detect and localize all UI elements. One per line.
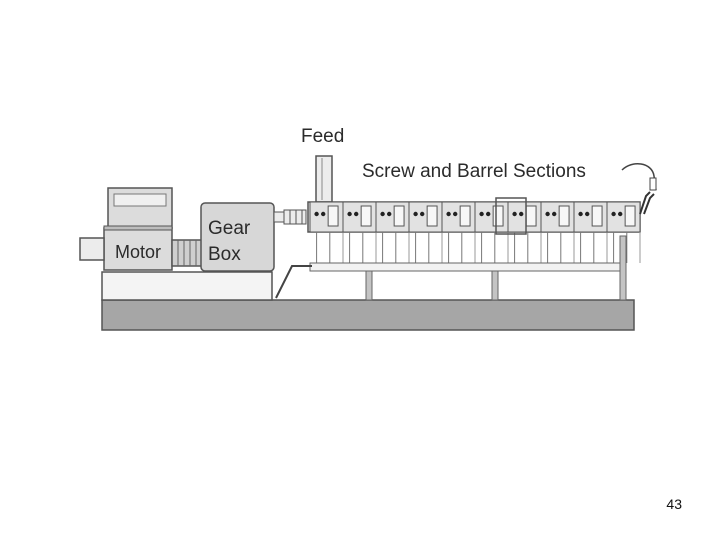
barrel-section — [573, 201, 608, 263]
vent-section — [495, 197, 527, 235]
drive-shaft — [273, 209, 307, 225]
die-cable — [621, 163, 657, 215]
drive-pedestal — [101, 271, 273, 301]
barrel-section — [507, 201, 542, 263]
barrel-section — [375, 201, 410, 263]
gearbox-label-line1: Gear — [208, 218, 251, 239]
gear-box — [200, 202, 275, 272]
screw-barrel-label: Screw and Barrel Sections — [362, 161, 586, 182]
support-brace — [275, 265, 312, 299]
motor-label: Motor — [115, 242, 161, 262]
barrel-section — [342, 201, 377, 263]
page-number: 43 — [666, 496, 682, 512]
barrel-section — [408, 201, 443, 263]
feed-hopper — [315, 155, 333, 203]
coupling — [171, 239, 203, 267]
barrel-section — [606, 201, 641, 263]
barrel-section — [474, 201, 509, 263]
manifold-rail — [309, 262, 627, 272]
base-platform — [101, 299, 635, 331]
barrel-section — [309, 201, 344, 263]
barrel-sections — [309, 197, 641, 263]
barrel-section — [540, 201, 575, 263]
feed-label: Feed — [301, 126, 344, 147]
barrel-section — [441, 201, 476, 263]
support-legs — [365, 235, 627, 301]
gearbox-label-line2: Box — [208, 244, 241, 265]
motor — [79, 187, 173, 271]
